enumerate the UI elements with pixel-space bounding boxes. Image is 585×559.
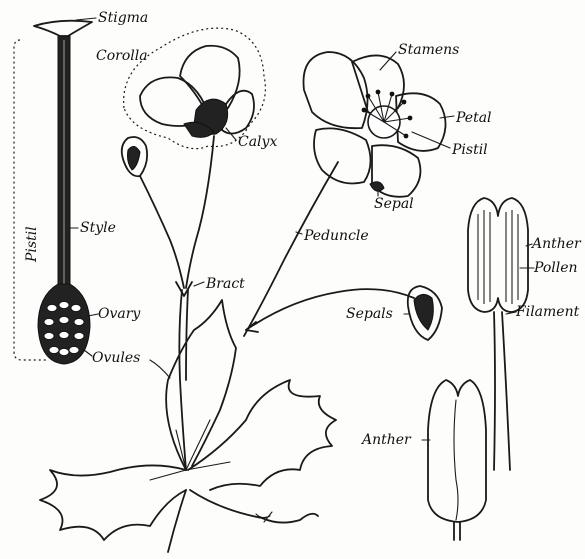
main-stem-line-2 — [186, 290, 188, 380]
label-pistil-side: Pistil — [24, 226, 40, 263]
pistil-detail — [14, 18, 98, 364]
anther-lower-shape — [428, 380, 486, 522]
leaf-center — [166, 300, 236, 470]
label-stigma: Stigma — [98, 10, 148, 26]
right-flower — [244, 52, 454, 336]
label-stamens: Stamens — [398, 42, 459, 58]
sepal-shape — [370, 182, 384, 191]
leaf-veins — [150, 420, 230, 480]
petal-lower-left — [314, 128, 371, 183]
label-ovules: Ovules — [92, 350, 140, 366]
bract-leader — [194, 282, 204, 286]
label-ovary: Ovary — [98, 306, 141, 322]
leaf-right — [188, 380, 336, 490]
stigma-shape — [34, 21, 92, 36]
anther-detail-upper — [468, 198, 534, 470]
label-calyx: Calyx — [238, 134, 277, 150]
label-sepal: Sepal — [374, 196, 414, 212]
bud-dark — [128, 146, 141, 170]
label-filament: Filament — [515, 304, 580, 320]
pollen-texture — [478, 210, 518, 304]
label-corolla: Corolla — [96, 48, 148, 64]
petal-upper-left — [304, 52, 368, 128]
label-anther-top: Anther — [530, 236, 582, 252]
leaf-lower-right — [190, 490, 318, 523]
stigma-leader — [76, 18, 96, 20]
left-bud — [122, 137, 184, 288]
anther-upper-shape — [468, 198, 528, 312]
label-pistil-right: Pistil — [451, 142, 488, 158]
main-stem-line — [179, 290, 186, 470]
sepals-bud — [246, 286, 442, 340]
label-anther-bottom: Anther — [360, 432, 412, 448]
label-peduncle: Peduncle — [303, 228, 369, 244]
label-style: Style — [80, 220, 116, 236]
petal-leader — [440, 116, 454, 118]
label-pollen: Pollen — [533, 260, 578, 276]
ovules-leader — [84, 350, 92, 356]
bud-stem — [140, 176, 184, 288]
peduncle-line — [244, 162, 338, 336]
ovules-pointer — [150, 360, 170, 378]
filament-shape — [494, 312, 510, 470]
anther-detail-lower — [422, 380, 486, 540]
anther-lower-base — [454, 522, 460, 540]
left-flower-stem — [186, 136, 214, 288]
label-bract: Bract — [205, 276, 245, 292]
anther-lower-groove — [454, 400, 458, 520]
sepals-dark — [414, 294, 433, 330]
left-flower — [124, 28, 266, 288]
root-line — [168, 490, 186, 552]
label-sepals: Sepals — [346, 306, 393, 322]
label-petal: Petal — [455, 110, 492, 126]
